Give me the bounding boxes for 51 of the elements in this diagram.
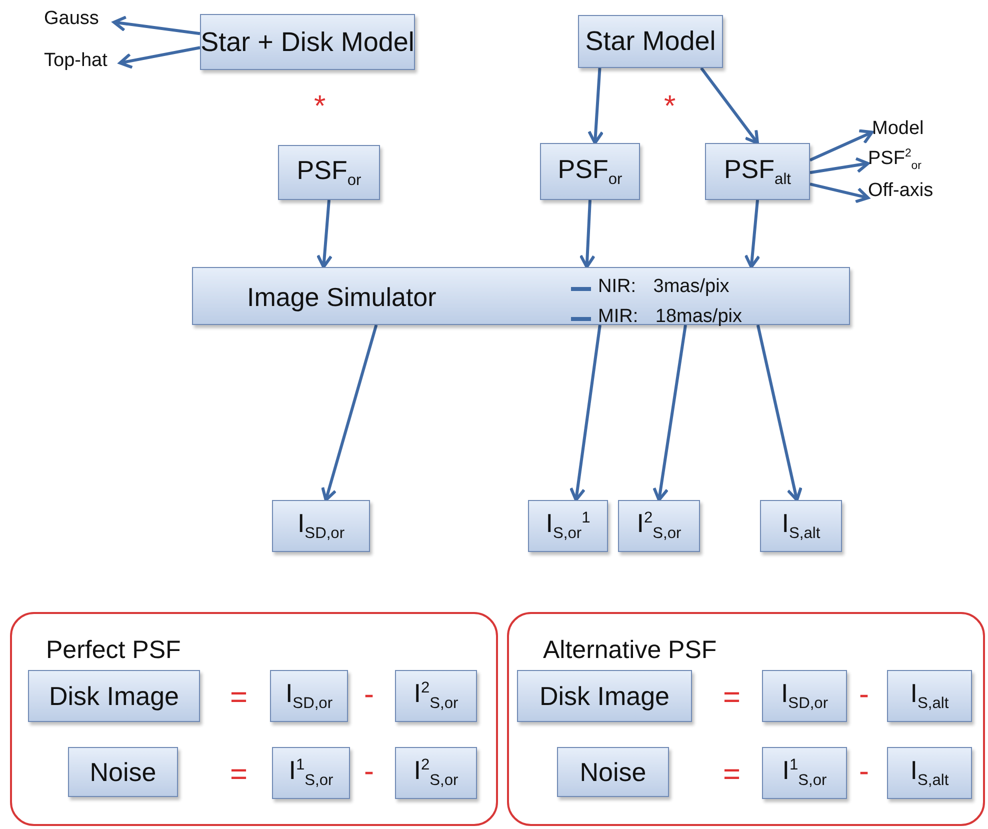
arrow (744, 200, 760, 268)
arrow (569, 324, 602, 502)
arrow (700, 67, 759, 144)
minus-sign: - (364, 680, 374, 710)
output-label: Model (872, 119, 924, 140)
process-box: PSF$_{alt}$ (705, 143, 810, 200)
process-box: I$_{SD,or}$ (762, 670, 847, 722)
arrow (321, 324, 378, 502)
output-label: Top-hat (44, 51, 108, 72)
arrow (588, 68, 604, 144)
arrow (316, 200, 333, 268)
process-box: I$_{S,alt}$ (887, 747, 972, 799)
box-title: Image Simulator (247, 282, 436, 313)
process-box: I$_{SD,or}$ (272, 500, 370, 552)
process-box: Noise (68, 747, 178, 797)
arrow (652, 324, 687, 502)
process-box: Star + Disk Model (200, 14, 415, 70)
resolution-text: MIR: 18mas/pix (598, 306, 742, 328)
asterisk-symbol: * (314, 92, 326, 122)
process-box: PSF$_{or}$ (540, 143, 640, 200)
minus-sign: - (859, 680, 869, 710)
process-box: PSF$_{or}$ (278, 145, 380, 200)
simulator-box (192, 267, 850, 325)
arrow (112, 16, 200, 36)
arrow (810, 182, 870, 204)
process-box: Noise (557, 747, 669, 797)
arrow (810, 157, 870, 174)
resolution-text: NIR: 3mas/pix (598, 276, 730, 298)
arrow (118, 46, 200, 69)
equals-sign: = (723, 683, 741, 713)
arrow (809, 129, 874, 162)
arrow (579, 200, 596, 268)
panel-heading: Alternative PSF (543, 636, 717, 665)
panel-heading: Perfect PSF (46, 636, 181, 665)
group-panel (10, 612, 498, 826)
output-label: Off-axis (868, 181, 934, 202)
process-box: I$_{S,alt}$ (887, 670, 972, 722)
group-panel (507, 612, 985, 826)
equals-sign: = (230, 683, 248, 713)
output-label: Gauss (44, 9, 99, 30)
minus-sign: - (859, 757, 869, 787)
equals-sign: = (230, 760, 248, 790)
process-box: Disk Image (517, 670, 692, 722)
process-box: I$_{SD,or}$ (270, 670, 348, 722)
equals-sign: = (723, 760, 741, 790)
process-box: I$_{S,alt}$ (760, 500, 842, 552)
asterisk-symbol: * (664, 92, 676, 122)
minus-sign: - (364, 757, 374, 787)
arrow (756, 324, 802, 502)
process-box: Star Model (578, 15, 723, 68)
process-box: Disk Image (28, 670, 200, 722)
